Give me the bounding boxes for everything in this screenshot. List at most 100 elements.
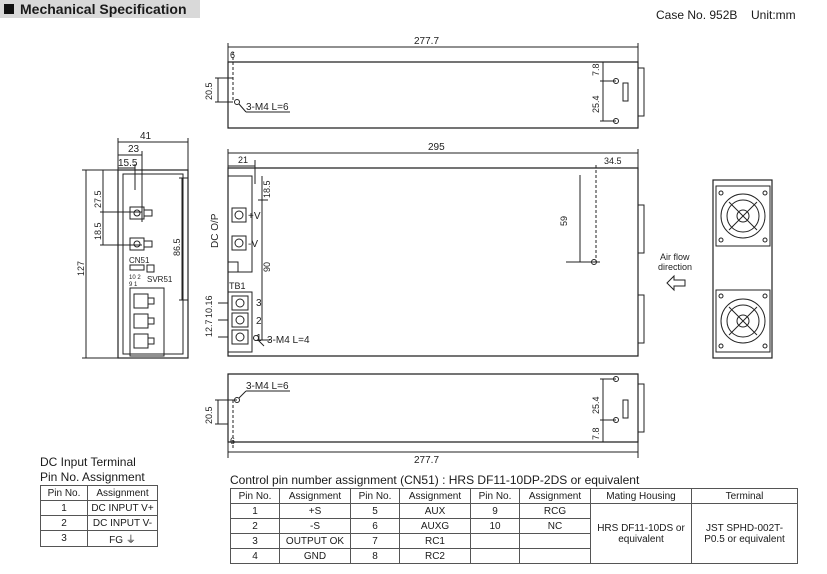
top-dim-right-mid: 25.4 xyxy=(591,95,601,113)
front-dim-127: 12.7 xyxy=(204,319,214,337)
ctl-r1c0: 1 xyxy=(230,503,280,519)
top-dim-right-top: 7.8 xyxy=(591,63,601,76)
side-svr51: SVR51 xyxy=(147,275,173,284)
ctl-h2: Pin No. xyxy=(350,488,400,504)
bottom-screw-label: 3-M4 L=6 xyxy=(246,381,289,392)
dc-input-subtitle: Pin No. Assignment xyxy=(40,470,145,484)
airflow-arrow-icon xyxy=(666,274,686,292)
side-pins-top: 10 2 xyxy=(129,275,141,281)
ctl-h4: Pin No. xyxy=(470,488,520,504)
ctl-r2c2: 6 xyxy=(350,518,400,534)
control-table: Pin No. Assignment Pin No. Assignment Pi… xyxy=(230,488,798,564)
side-pins-bottom: 9 1 xyxy=(129,282,138,288)
ctl-r4c0: 4 xyxy=(230,548,280,564)
ctl-h7: Terminal xyxy=(691,488,798,504)
table-row: 1 +S 5 AUX 9 RCG HRS DF11-10DS or equiva… xyxy=(230,503,798,564)
ctl-r1c1: +S xyxy=(279,503,351,519)
ctl-r3c2: 7 xyxy=(350,533,400,549)
front-pin1: 1 xyxy=(256,333,262,344)
ctl-r4c5 xyxy=(519,548,591,564)
dc-input-title: DC Input Terminal xyxy=(40,455,136,469)
dc-header-assignment: Assignment xyxy=(87,485,158,501)
front-pin2: 2 xyxy=(256,316,262,327)
table-row: 3 FG ⏚ xyxy=(40,530,158,547)
front-dim-vert3: 59 xyxy=(559,216,569,226)
ctl-h3: Assignment xyxy=(399,488,471,504)
ctl-r1c3: AUX xyxy=(399,503,471,519)
ctl-r2c1: -S xyxy=(279,518,351,534)
header-square-icon xyxy=(4,4,14,14)
table-row: 2 DC INPUT V- xyxy=(40,515,158,531)
section-header-bar xyxy=(0,0,200,18)
dc-header-pin: Pin No. xyxy=(40,485,88,501)
dc-input-table: Pin No. Assignment 1 DC INPUT V+ 2 DC IN… xyxy=(40,485,158,547)
fan-view: Air flow direction xyxy=(658,179,773,359)
table-header-row: Pin No. Assignment xyxy=(40,485,158,501)
ctl-r2c4: 10 xyxy=(470,518,520,534)
airflow-label-line2: direction xyxy=(658,262,692,272)
side-dim-865: 86.5 xyxy=(172,238,182,256)
bottom-dim-left: 6 xyxy=(230,436,235,446)
front-dim-width: 295 xyxy=(428,142,445,153)
dc-row3-pin: 3 xyxy=(40,530,88,547)
front-pin3: 3 xyxy=(256,298,262,309)
ctl-r2c0: 2 xyxy=(230,518,280,534)
ctl-r1c5: RCG xyxy=(519,503,591,519)
side-dim-155: 15.5 xyxy=(118,158,138,169)
ctl-housing: HRS DF11-10DS or equivalent xyxy=(590,503,692,564)
table-row: 1 DC INPUT V+ xyxy=(40,500,158,516)
case-number: Case No. 952B xyxy=(656,8,738,22)
ctl-r1c2: 5 xyxy=(350,503,400,519)
ctl-h6: Mating Housing xyxy=(590,488,692,504)
table-row: 4 GND 8 RC2 xyxy=(230,548,798,564)
side-dim-23: 23 xyxy=(128,144,140,155)
side-dim-127: 127 xyxy=(76,261,86,276)
side-dim-41: 41 xyxy=(140,131,152,142)
side-cn51: CN51 xyxy=(129,256,150,265)
dc-row1-assign: DC INPUT V+ xyxy=(87,500,158,516)
top-dim-length: 277.7 xyxy=(414,36,439,47)
ctl-r4c1: GND xyxy=(279,548,351,564)
ctl-r1c4: 9 xyxy=(470,503,520,519)
front-view: 295 21 34.5 18.5 90 59 DC O/P +V -V TB1 … xyxy=(204,142,645,357)
bottom-dim-length: 277.7 xyxy=(414,455,439,466)
ctl-r2c3: AUXG xyxy=(399,518,471,534)
ctl-r4c2: 8 xyxy=(350,548,400,564)
side-dim-275: 27.5 xyxy=(93,190,103,208)
bottom-dim-right-top: 25.4 xyxy=(591,396,601,414)
top-screw-label: 3-M4 L=6 xyxy=(246,102,289,113)
ctl-r3c1: OUTPUT OK xyxy=(279,533,351,549)
ctl-r3c5 xyxy=(519,533,591,549)
ctl-r3c4 xyxy=(470,533,520,549)
ctl-h1: Assignment xyxy=(279,488,351,504)
top-view: 277.7 6 20.5 7.8 25.4 3-M4 L=6 xyxy=(204,36,645,129)
dc-row2-assign: DC INPUT V- xyxy=(87,515,158,531)
front-dim-vert2: 90 xyxy=(262,262,272,272)
table-row: 2 -S 6 AUXG 10 NC xyxy=(230,518,798,534)
dc-row1-pin: 1 xyxy=(40,500,88,516)
front-dc-op-label: DC O/P xyxy=(210,213,221,248)
dc-row3-assign: FG ⏚ xyxy=(87,530,158,547)
ctl-terminal: JST SPHD-002T-P0.5 or equivalent xyxy=(691,503,798,564)
section-title: Mechanical Specification xyxy=(20,1,187,17)
side-dim-185: 18.5 xyxy=(93,222,103,240)
airflow-label-line1: Air flow xyxy=(660,252,690,262)
front-dim-left: 21 xyxy=(238,155,248,165)
front-plus-v: +V xyxy=(248,211,261,222)
side-view: 41 23 15.5 27.5 18.5 86.5 127 CN51 SVR51… xyxy=(76,131,189,359)
front-tb1: TB1 xyxy=(229,281,246,291)
top-dim-left: 6 xyxy=(230,50,235,60)
ctl-r4c4 xyxy=(470,548,520,564)
table-header-row: Pin No. Assignment Pin No. Assignment Pi… xyxy=(230,488,798,504)
table-row: 3 OUTPUT OK 7 RC1 xyxy=(230,533,798,549)
control-title: Control pin number assignment (CN51) : H… xyxy=(230,473,640,487)
bottom-view: 277.7 6 20.5 25.4 7.8 3-M4 L=6 xyxy=(204,373,645,466)
front-minus-v: -V xyxy=(248,239,258,250)
front-screw-label: 3-M4 L=4 xyxy=(267,335,310,346)
ctl-r2c5: NC xyxy=(519,518,591,534)
ctl-r4c3: RC2 xyxy=(399,548,471,564)
unit-label: Unit:mm xyxy=(751,8,796,22)
front-dim-1016: 10.16 xyxy=(204,295,214,318)
dc-row2-pin: 2 xyxy=(40,515,88,531)
